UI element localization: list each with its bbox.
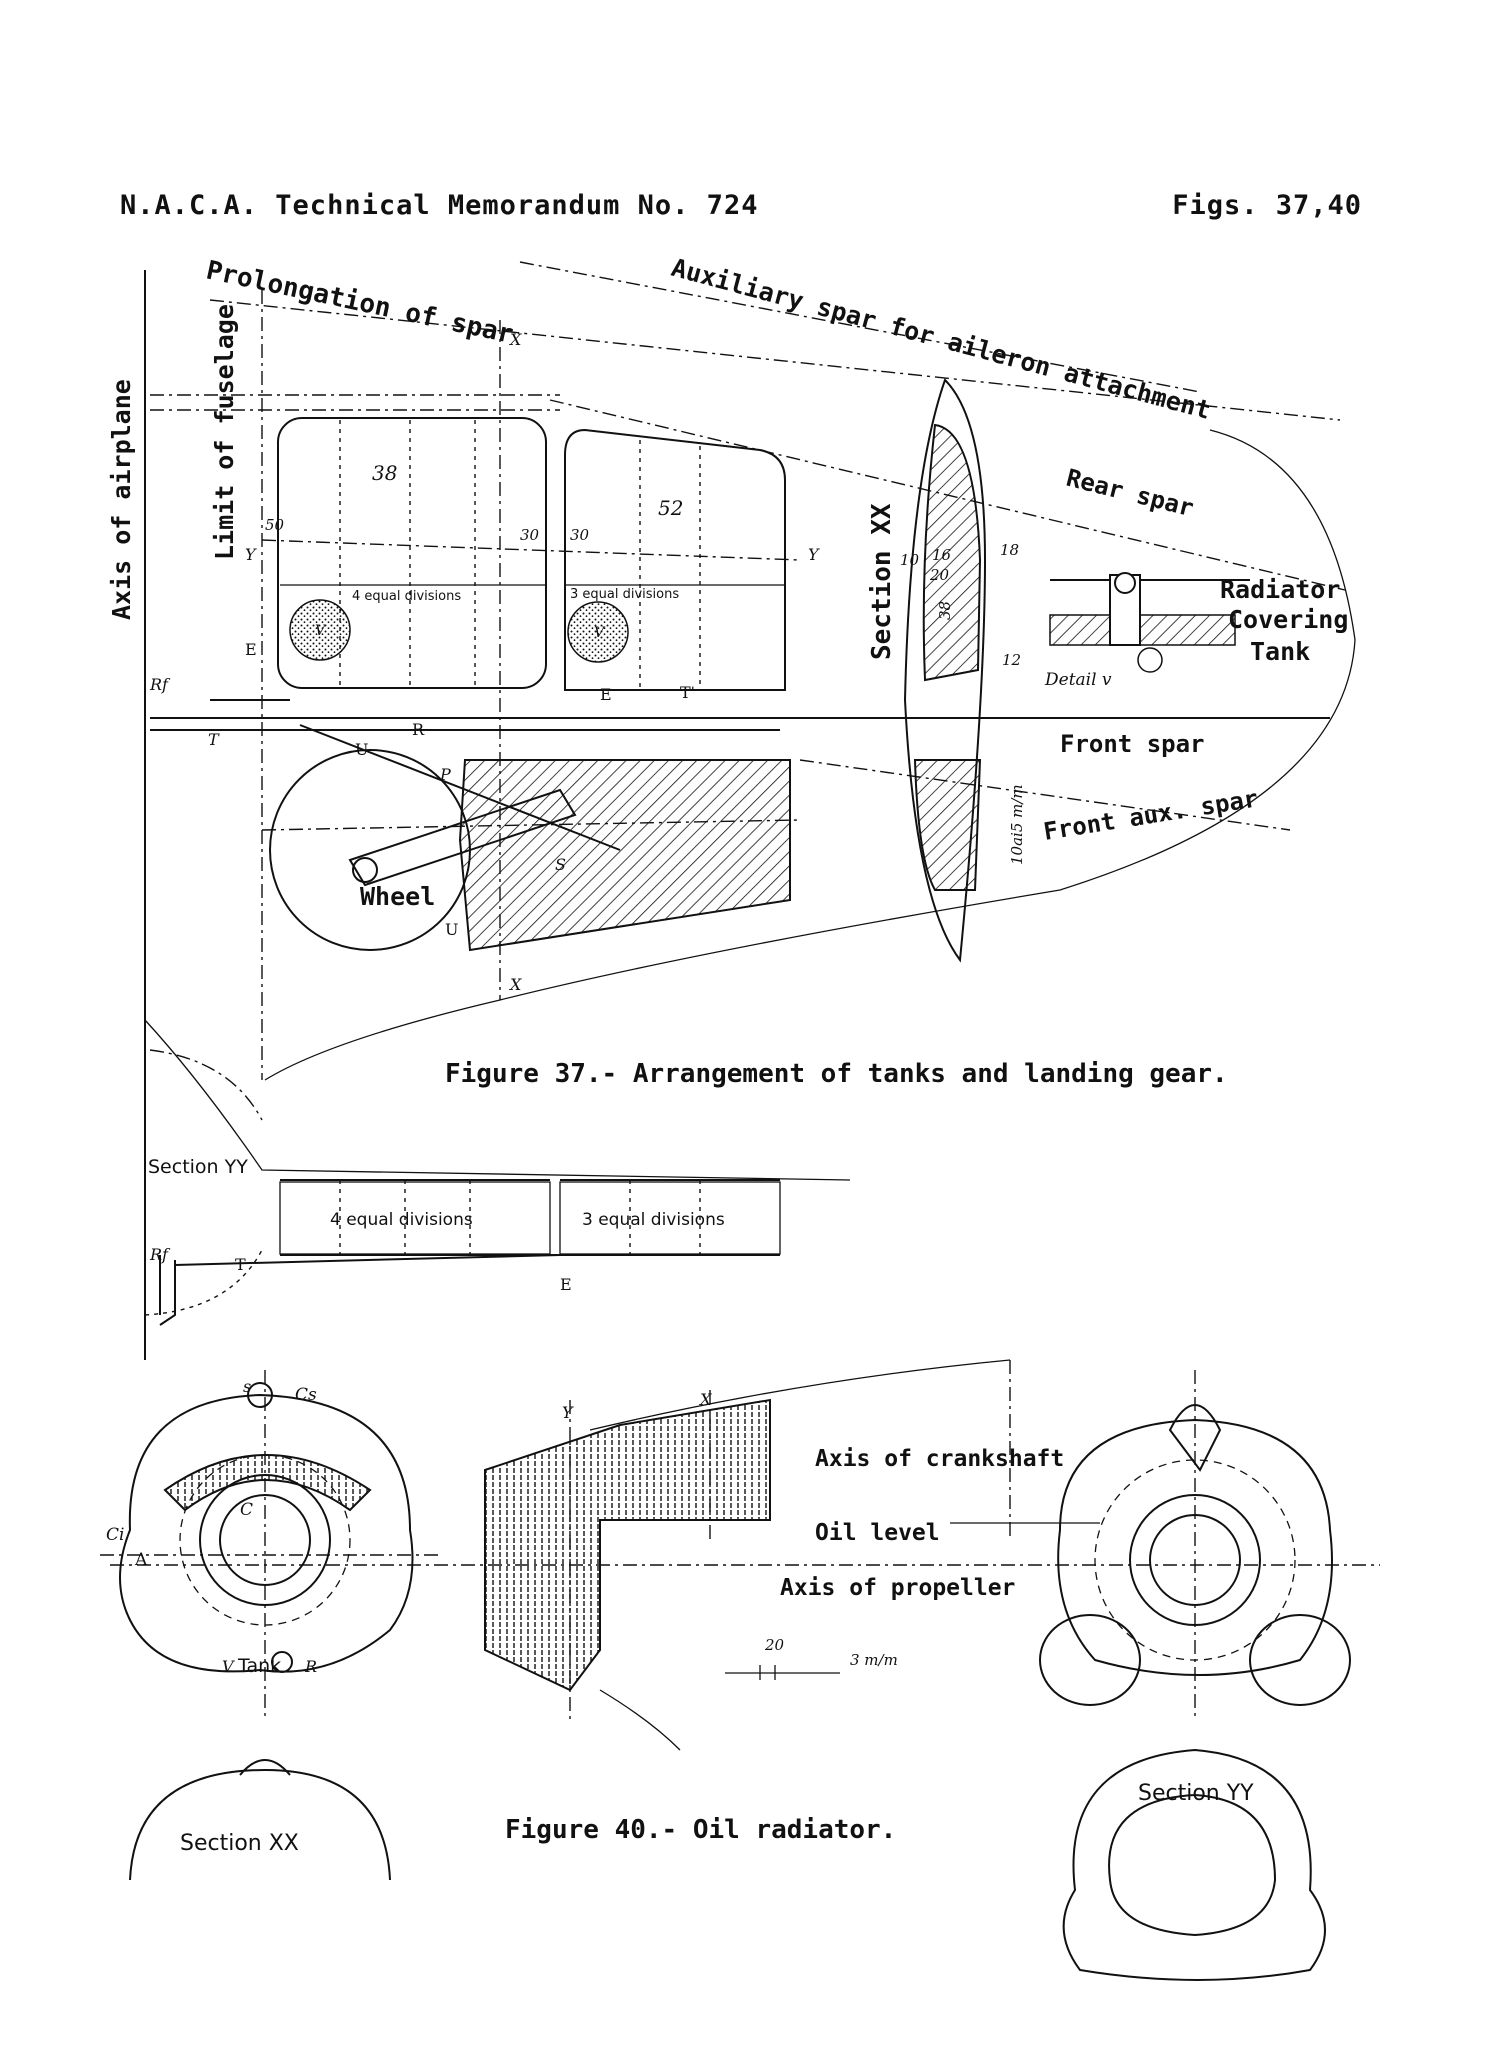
dim-30b: 30 bbox=[570, 526, 590, 544]
letter-v1: V bbox=[315, 623, 327, 639]
section-yy-outline bbox=[1062, 1748, 1326, 1981]
dim-50: 50 bbox=[265, 516, 285, 534]
dim-20-fig40: 20 bbox=[764, 1636, 785, 1654]
dim-20: 20 bbox=[929, 566, 950, 584]
letter-p: P bbox=[439, 765, 451, 784]
dim-10: 10 bbox=[900, 551, 920, 569]
tank-1-capacity: 38 bbox=[372, 461, 397, 485]
radiator-label: Radiator bbox=[1220, 575, 1340, 604]
axis-of-propeller-label: Axis of propeller bbox=[780, 1575, 1015, 1601]
front-aux-spar-label: Front aux. spar bbox=[1042, 784, 1260, 846]
v-label: V bbox=[222, 1657, 235, 1676]
tank-2-capacity: 52 bbox=[658, 496, 683, 520]
letter-s: S bbox=[555, 855, 566, 874]
four-divisions-label: 4 equal divisions bbox=[352, 589, 461, 604]
section-yy-label-fig40: Section YY bbox=[1138, 1781, 1254, 1806]
r-label: R bbox=[304, 1657, 317, 1676]
three-divisions-yy-label: 3 equal divisions bbox=[582, 1210, 725, 1230]
rear-spar-label: Rear spar bbox=[1064, 464, 1197, 523]
oil-radiator-front-view-right bbox=[1039, 1370, 1351, 1720]
limit-of-fuselage-label: Limit of fuselage bbox=[210, 304, 239, 560]
prolongation-of-spar-label: Prolongation of spar bbox=[204, 256, 516, 350]
letter-t-prime: T' bbox=[680, 683, 695, 702]
dim-10ai5: 10ai5 m/m bbox=[1008, 784, 1026, 865]
oil-level-label: Oil level bbox=[815, 1520, 940, 1546]
letter-rf2: Rf bbox=[149, 1245, 171, 1264]
tank-label: Tank bbox=[1250, 637, 1310, 666]
x-label: X bbox=[698, 1390, 712, 1409]
letter-r: R bbox=[412, 720, 425, 739]
oil-radiator-side-view bbox=[110, 1359, 1380, 1751]
letter-t: T bbox=[208, 730, 220, 749]
c-label: C bbox=[240, 1500, 253, 1520]
letter-rf: Rf bbox=[149, 675, 171, 694]
auxiliary-spar-label: Auxiliary spar for aileron attachment bbox=[668, 253, 1213, 425]
tank-label-fig40: Tank bbox=[237, 1655, 281, 1677]
three-divisions-label: 3 equal divisions bbox=[570, 587, 679, 602]
auxiliary-spar-line bbox=[519, 261, 1201, 393]
a-label: A bbox=[134, 1550, 148, 1570]
tank-2-filler-cap bbox=[567, 601, 629, 663]
dim-16: 16 bbox=[932, 546, 952, 564]
letter-e3: E bbox=[560, 1275, 572, 1294]
ci-label: Ci bbox=[106, 1525, 124, 1545]
section-yy-label: Section YY bbox=[148, 1156, 248, 1178]
radiator-detail bbox=[1049, 572, 1250, 673]
axis-of-airplane-label: Axis of airplane bbox=[107, 379, 136, 620]
letter-u: U bbox=[355, 740, 368, 759]
cs-label: Cs bbox=[295, 1385, 317, 1405]
covering-label: Covering bbox=[1228, 605, 1348, 634]
four-divisions-yy-label: 4 equal divisions bbox=[330, 1210, 473, 1230]
header-figure-numbers: Figs. 37,40 bbox=[1172, 190, 1362, 221]
section-xx-arc bbox=[129, 1768, 391, 1881]
section-xx-label-fig40: Section XX bbox=[180, 1831, 299, 1856]
dim-3mm-fig40: 3 m/m bbox=[850, 1651, 898, 1669]
detail-v-label: Detail v bbox=[1044, 670, 1112, 690]
fuel-tank-2 bbox=[564, 428, 786, 691]
tank-1-filler-cap bbox=[289, 599, 351, 661]
section-xx-profile bbox=[903, 378, 987, 963]
fuel-tank-1 bbox=[277, 417, 547, 689]
landing-gear-housing bbox=[458, 759, 791, 952]
section-xx-label: Section XX bbox=[867, 503, 897, 660]
dim-38-small: 38 bbox=[936, 601, 954, 620]
landing-gear-strut bbox=[348, 788, 577, 887]
letter-x-top: X bbox=[508, 330, 522, 349]
letter-e: E bbox=[245, 640, 257, 659]
section-yy-plan bbox=[144, 1019, 851, 1326]
dim-18: 18 bbox=[1000, 541, 1019, 559]
dim-30a: 30 bbox=[520, 526, 540, 544]
letter-e2: E bbox=[600, 685, 612, 704]
dim-12: 12 bbox=[1002, 651, 1021, 669]
y-label: Y bbox=[562, 1403, 574, 1422]
prolongation-of-spar-line bbox=[209, 299, 1341, 421]
figure-40-caption: Figure 40.- Oil radiator. bbox=[505, 1815, 896, 1845]
header-title: N.A.C.A. Technical Memorandum No. 724 bbox=[120, 190, 759, 221]
letter-y-right: Y bbox=[808, 545, 820, 564]
figure-40 bbox=[100, 1359, 1380, 1981]
wheel-label: Wheel bbox=[360, 882, 435, 911]
figure-37-caption: Figure 37.- Arrangement of tanks and lan… bbox=[445, 1059, 1228, 1089]
letter-v2: V bbox=[594, 625, 606, 641]
wing-outline bbox=[264, 429, 1356, 1081]
figure-37 bbox=[144, 261, 1356, 1360]
letter-t2: T bbox=[235, 1255, 246, 1274]
front-aux-spar-line bbox=[799, 759, 1291, 831]
axis-of-crankshaft-label: Axis of crankshaft bbox=[815, 1446, 1064, 1472]
letter-x-bottom: X bbox=[508, 975, 522, 994]
letter-y-left: Y bbox=[245, 545, 257, 564]
oil-radiator-front-view-left bbox=[100, 1370, 440, 1720]
s-label: s bbox=[243, 1377, 251, 1396]
letter-u2: U bbox=[445, 920, 458, 939]
front-spar-label: Front spar bbox=[1060, 730, 1205, 758]
